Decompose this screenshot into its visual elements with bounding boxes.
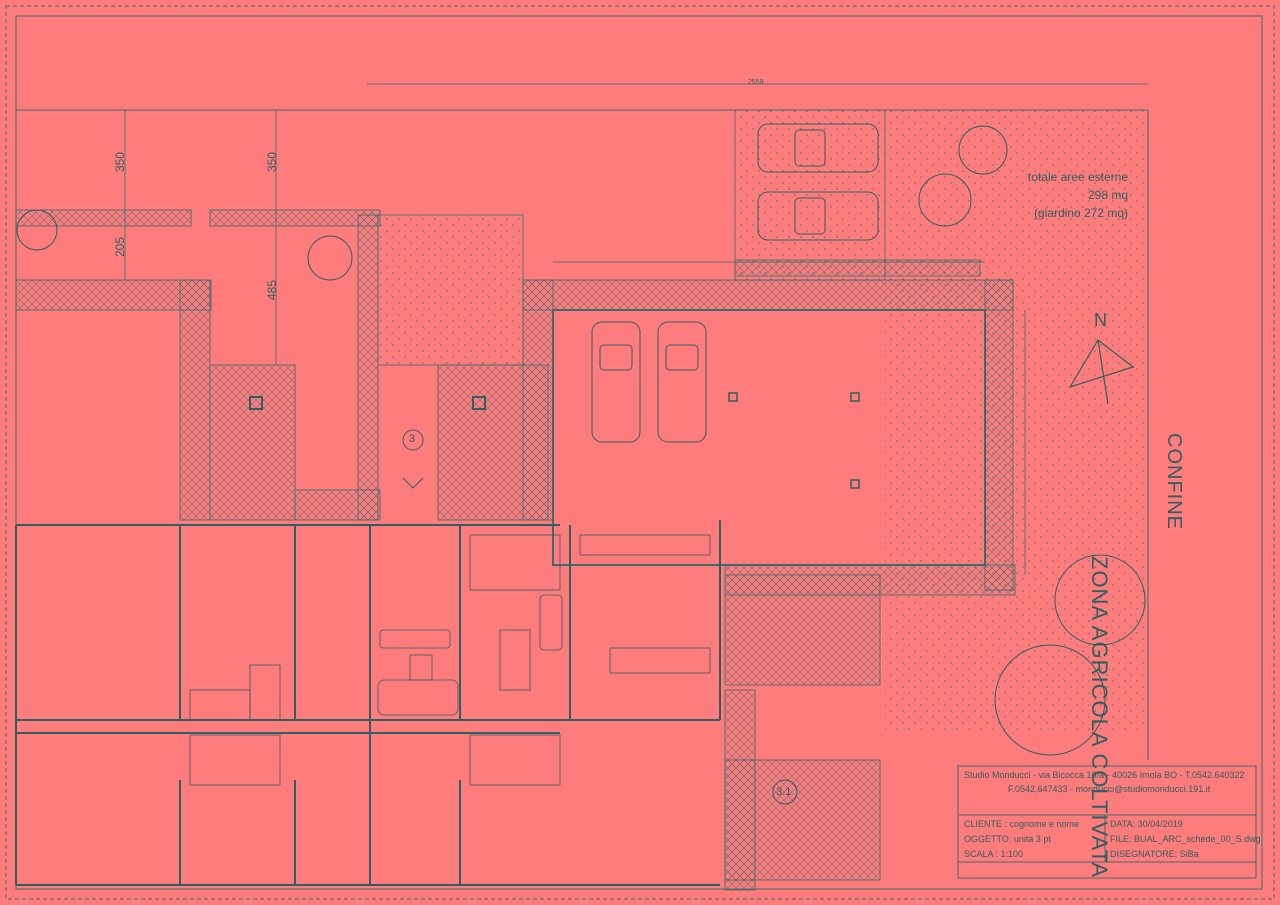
north-label: N: [1094, 310, 1107, 330]
external-areas-mq: 298 mq: [1087, 188, 1128, 202]
file-field: FILE: BUAL_ARC_schede_00_S.dwg: [1110, 834, 1261, 844]
disegnatore-field: DISEGNATORE: SiBa: [1110, 849, 1199, 859]
cliente-field: CLIENTE : cognome e nome: [964, 819, 1080, 829]
studio-line-1: Studio Monducci - via Bicocca 16/a - 400…: [964, 770, 1245, 780]
garden-area: [885, 110, 1148, 730]
courtyard-area: [377, 214, 524, 366]
section-marker-3: [402, 429, 424, 451]
oggetto-field: OGGETTO: unita 3 pt: [964, 834, 1051, 844]
section-label-3: 3: [409, 433, 416, 445]
north-arrow-icon: [1068, 339, 1135, 405]
scala-field: SCALA : 1:100: [964, 849, 1024, 859]
garage-room: [552, 309, 986, 566]
section-label-3-1: 3.1: [776, 786, 792, 798]
boundary-label: CONFINE: [1163, 433, 1185, 530]
studio-line-2: F.0542.647433 - monducci@studiomonducci.…: [1008, 784, 1211, 794]
car-icon: [591, 321, 707, 443]
dimension-350-left: 350: [113, 151, 128, 173]
title-block: Studio Monducci - via Bicocca 16/a - 400…: [958, 766, 1261, 878]
tree-icon: [16, 125, 1146, 756]
dimension-485: 485: [265, 279, 280, 301]
external-areas-garden: (giardino 272 mq): [1033, 206, 1128, 220]
dimension-total-width: 2559: [748, 79, 764, 86]
data-field: DATA: 30/04/2019: [1110, 819, 1183, 829]
section-marker-3-1: [772, 779, 798, 805]
external-areas-total: totale aree esterne: [1027, 170, 1128, 184]
external-areas-note: totale aree esterne 298 mq (giardino 272…: [1000, 168, 1128, 222]
dimension-350-right: 350: [265, 151, 280, 173]
dimension-205: 205: [113, 236, 128, 258]
